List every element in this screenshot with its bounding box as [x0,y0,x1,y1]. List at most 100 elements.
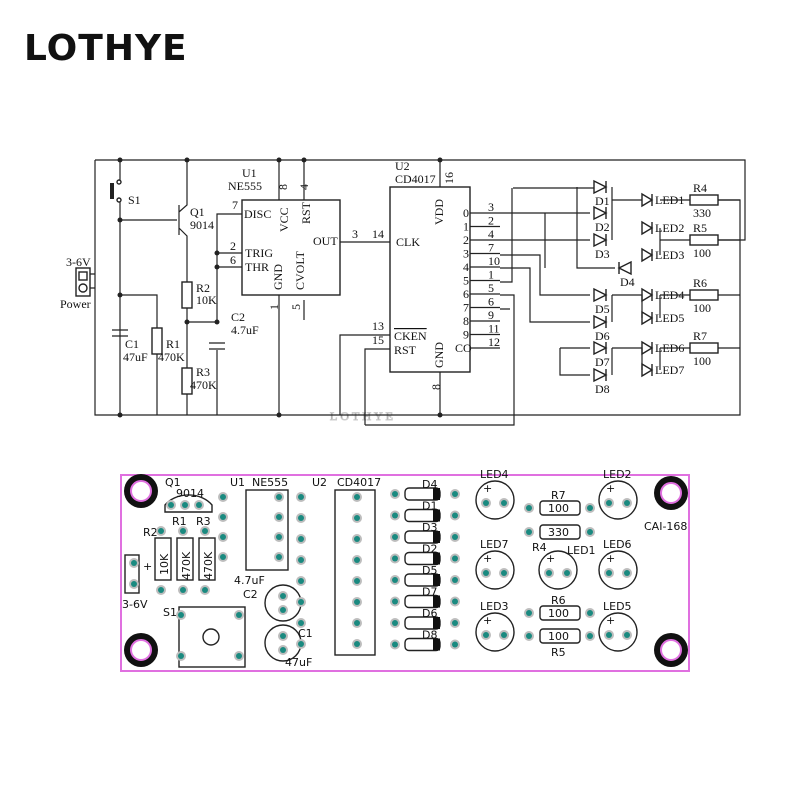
power-pin-2 [78,283,88,293]
diode-label: D5 [595,302,610,316]
u1-pin-num: 3 [352,227,358,241]
resistor-icon [689,194,719,206]
led-icon [641,192,654,208]
junction-dot [437,412,443,418]
resistor-ref: R7 [693,329,707,343]
u1-ne555-chip [241,199,341,296]
resistor-icon [689,289,719,301]
diode-icon [617,260,632,276]
u2-output-pin-number: 11 [488,322,500,336]
diode-label: D6 [595,329,610,343]
u2-output-pin-number: 1 [488,268,494,282]
led-wiring [500,187,661,376]
power-pin-1 [78,271,88,281]
brand-logo: LOTHYE [24,28,188,69]
u2-pin-vdd: VDD [432,199,446,225]
c1-value: 47uF [123,350,148,364]
q1-ref: Q1 [190,205,205,219]
u1-pin-num: 1 [267,304,281,310]
u1-pin-gnd: GND [271,264,285,290]
junction-dot [214,264,220,270]
junction-dot [301,157,307,163]
diode-label: D4 [620,275,635,289]
r1-ref: R1 [166,337,180,351]
resistor-ref: R4 [693,181,707,195]
u2-output-label: 3 [463,247,469,261]
u2-output-pin-number: 4 [488,227,494,241]
junction-dot [214,250,220,256]
u2-output-label: 8 [463,314,469,328]
u1-pin-out: OUT [313,234,338,248]
u2-pin-rst: RST [394,343,417,357]
r3-ref: R3 [196,365,210,379]
diode-icon [593,232,608,248]
u1-pin-num: 7 [232,198,238,212]
diode-icon [593,205,608,221]
u2-output-label: 1 [463,220,469,234]
u2-output-pin-number: 7 [488,241,494,255]
r1-wire [120,294,158,415]
c2-value: 4.7uF [231,323,259,337]
power-label: Power [60,297,91,311]
u1-pin-vcc: VCC [277,207,291,232]
u2-output-pin-number: 6 [488,295,494,309]
s1-switch-icon [110,183,114,199]
resistor-ref: R6 [693,276,707,290]
led-icon [641,287,654,303]
c1-ref: C1 [125,337,139,351]
junction-dot [276,157,282,163]
u1-pin-disc: DISC [244,207,271,221]
r3-value: 470K [190,378,217,392]
u2-pin-num: 13 [372,319,384,333]
diode-label: D3 [595,247,610,261]
u2-output-label: 2 [463,233,469,247]
u2-pin-clk: CLK [396,235,420,249]
u1-pin-trig: TRIG [245,246,273,260]
u1-pin-cvolt: CVOLT [293,250,307,290]
resistor-ref: R5 [693,221,707,235]
u2-pin-num: 8 [429,384,443,390]
diode-icon [593,179,608,195]
led-label: LED7 [655,363,684,377]
u1-pin-num: 2 [230,239,236,253]
diode-icon [593,340,608,356]
junction-dot [276,412,282,418]
u2-part: CD4017 [395,172,436,186]
r3-resistor-icon [181,367,193,395]
c2-ref: C2 [231,310,245,324]
led-label: LED3 [655,248,684,262]
diode-icon [593,287,608,303]
u2-cd4017-chip [389,186,471,373]
junction-dot [184,157,190,163]
u2-output-label: 5 [463,274,469,288]
u2-output-pin-number: 2 [488,214,494,228]
resistor-value: 100 [693,246,711,260]
led-label: LED2 [655,221,684,235]
junction-dot [437,157,443,163]
c1-capacitor-icon [112,329,128,337]
u2-ref: U2 [395,159,410,173]
u2-output-label: CO [455,341,472,355]
led-label: LED5 [655,311,684,325]
led-icon [641,247,654,263]
power-voltage: 3-6V [66,255,91,269]
diode-label: D2 [595,220,610,234]
r2-ref: R2 [196,281,210,295]
resistor-value: 100 [693,354,711,368]
junction-dot [184,319,190,325]
led-icon [641,310,654,326]
led-icon [641,220,654,236]
r2-value: 10K [196,293,217,307]
u2-pin-num: 14 [372,227,384,241]
led-icon [641,362,654,378]
led-section: D1D2D3D4D5D6D7D8LED1LED2LED3LED4LED5LED6… [500,179,740,396]
junction-dot [117,157,123,163]
resistor-value: 100 [693,301,711,315]
resistor-icon [689,342,719,354]
u2-pin-num: 16 [442,172,456,184]
u1-pin-thr: THR [245,260,269,274]
u1-pin-num: 6 [230,253,236,267]
resistor-value: 330 [693,206,711,220]
q1-transistor-icon [178,160,188,415]
